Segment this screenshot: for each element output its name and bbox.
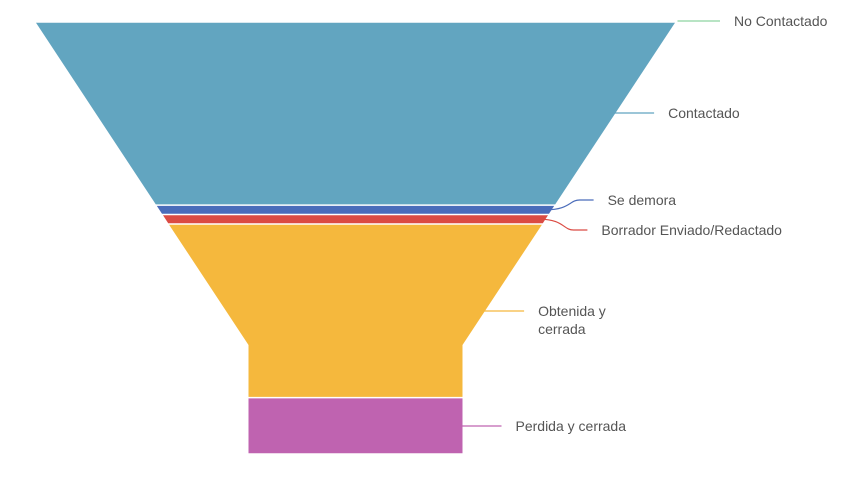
funnel-segment-contactado[interactable] — [36, 22, 675, 205]
connector-se-demora — [545, 199, 594, 211]
label-perdida-y-cerrada: Perdida y cerrada — [516, 418, 627, 434]
label-contactado: Contactado — [668, 105, 740, 121]
funnel-segments — [36, 22, 675, 454]
label-borrador-enviado-redactado: Borrador Enviado/Redactado — [601, 222, 782, 238]
funnel-segment-perdida-y-cerrada[interactable] — [248, 398, 463, 454]
funnel-segment-se-demora[interactable] — [156, 205, 555, 214]
label-se-demora: Se demora — [608, 192, 677, 208]
funnel-connectors — [456, 20, 720, 427]
funnel-segment-obtenida-y-cerrada[interactable] — [169, 224, 542, 397]
connector-borrador-enviado-redactado — [539, 218, 588, 231]
funnel-segment-borrador-enviado-redactado[interactable] — [163, 215, 548, 224]
label-no-contactado: No Contactado — [734, 13, 828, 29]
